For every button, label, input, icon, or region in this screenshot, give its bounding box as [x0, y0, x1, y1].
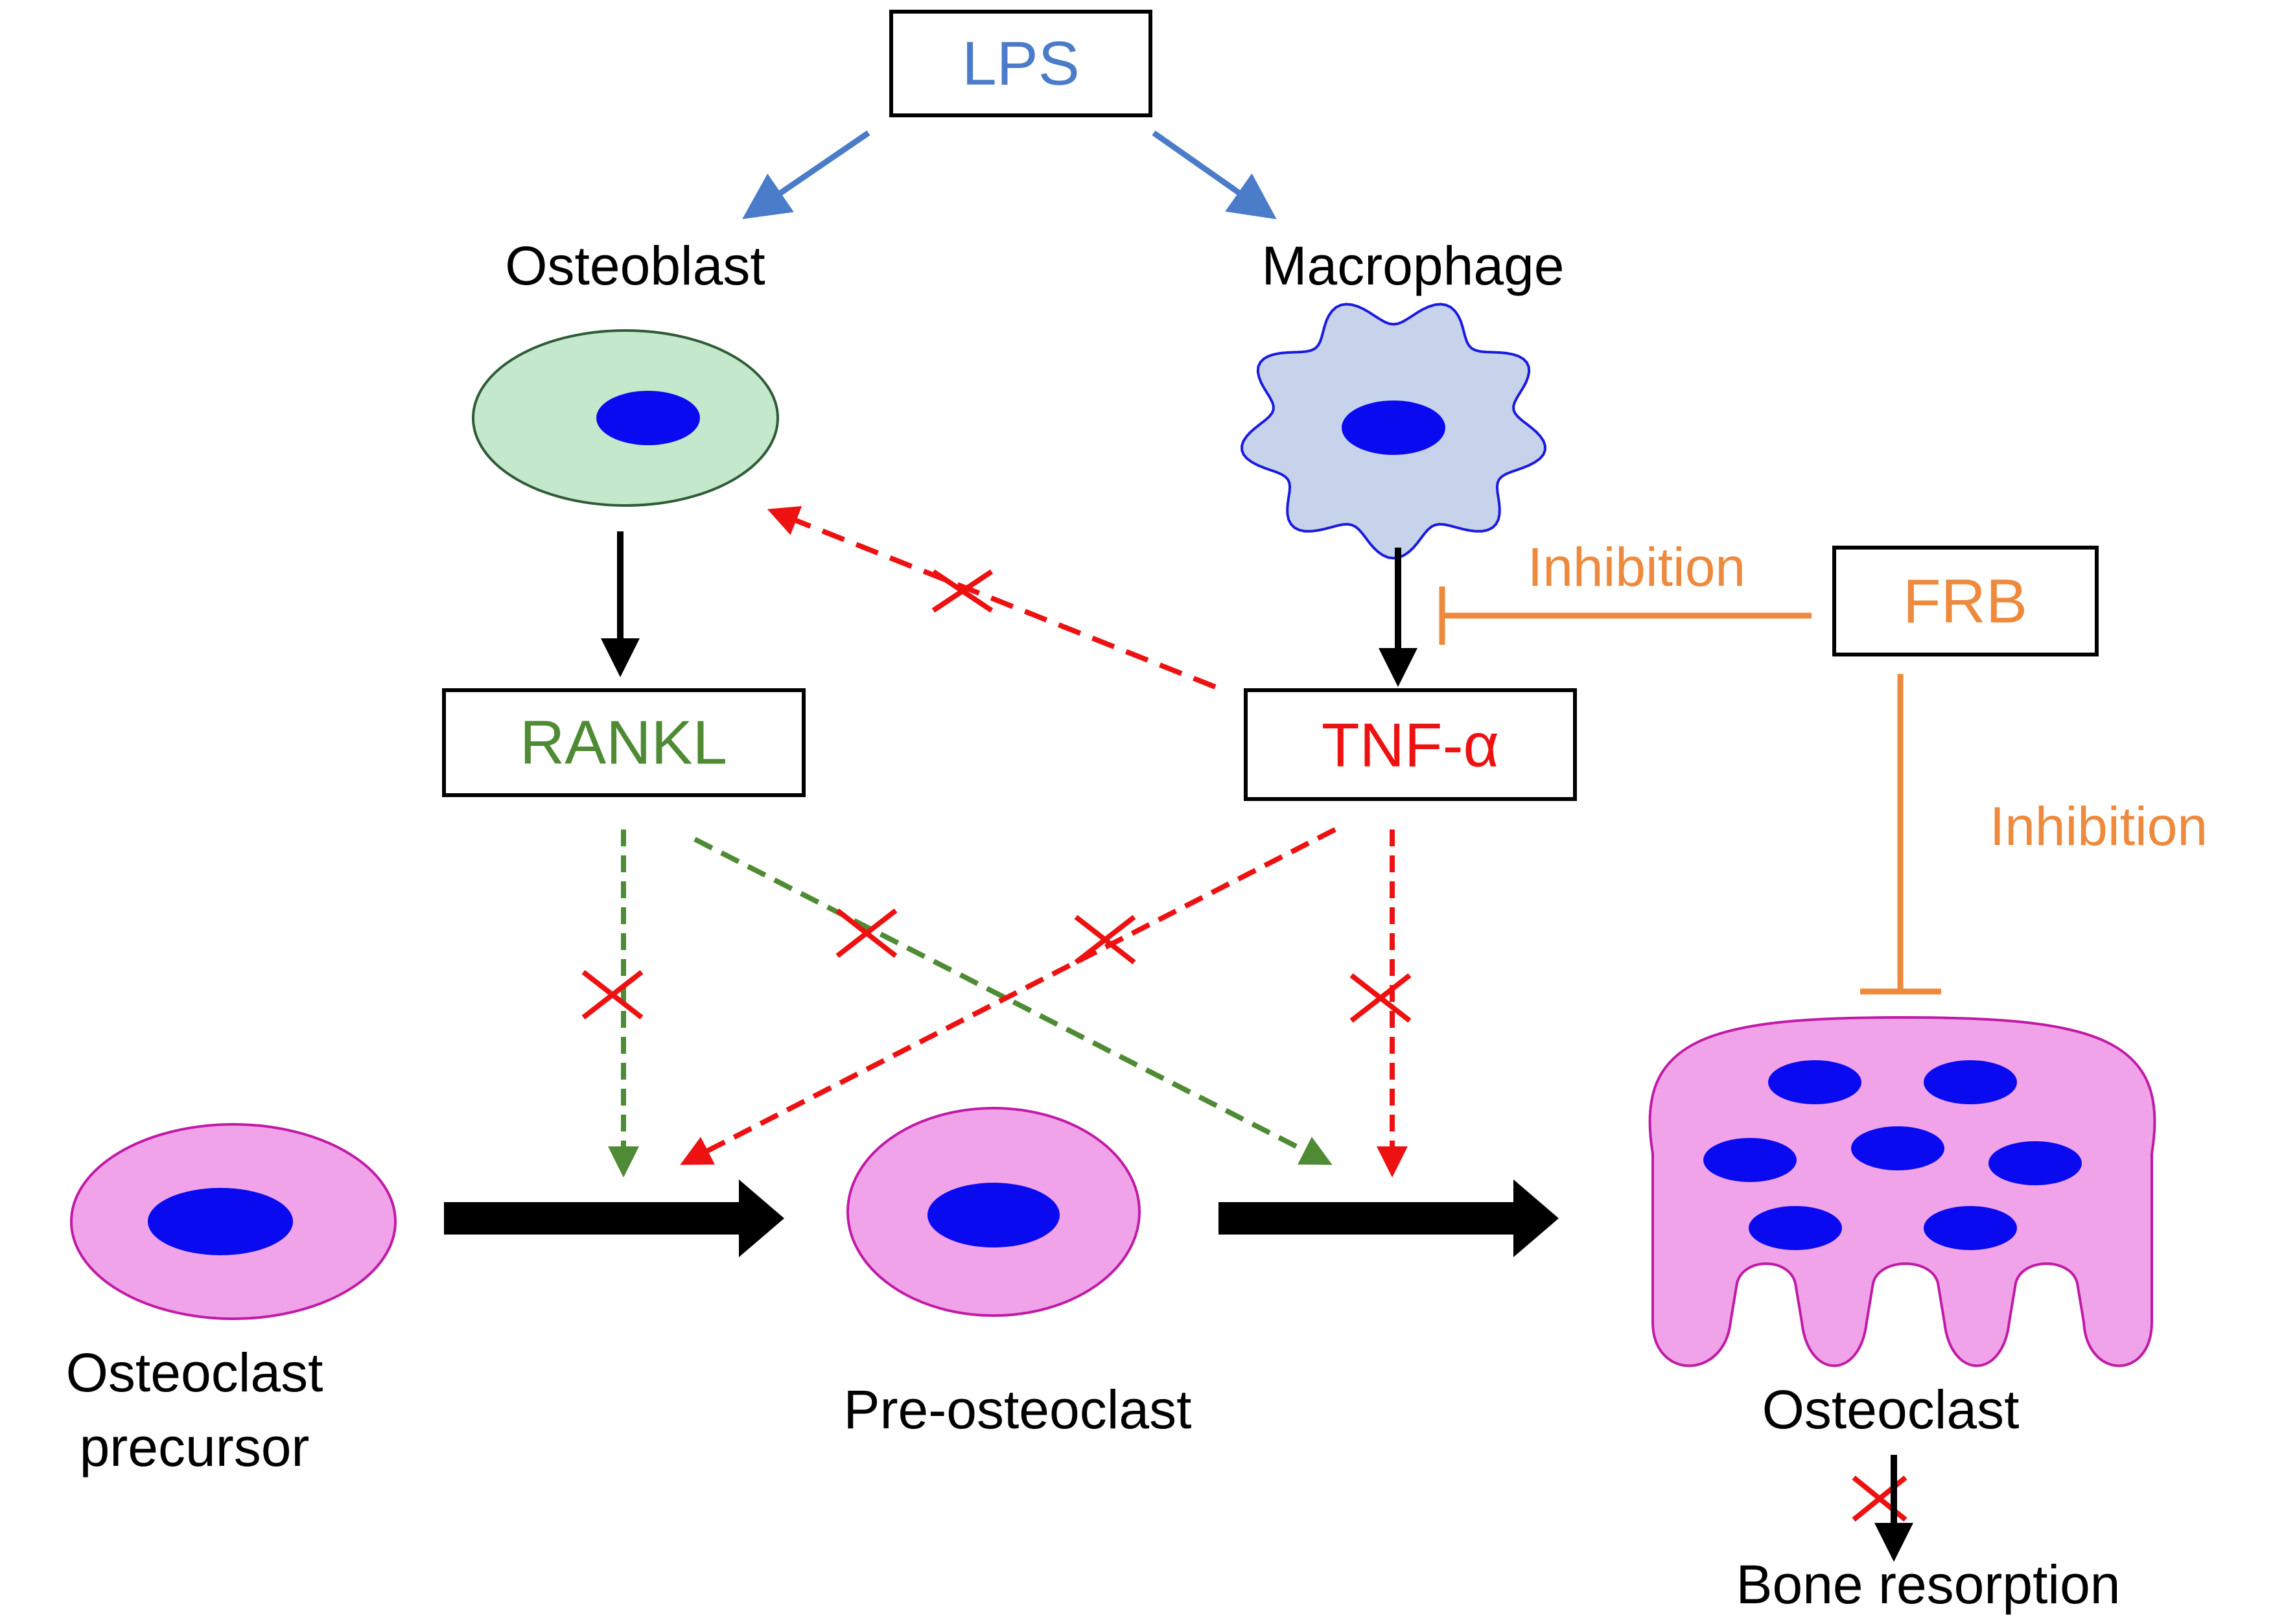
pre-osteoclast-label: Pre-osteoclast	[844, 1379, 1192, 1440]
osteoclast-nucleus	[1768, 1060, 1861, 1104]
block-cross-tnf-pre	[1074, 914, 1136, 965]
tnf-label: TNF-α	[1322, 711, 1499, 780]
pre-osteoclast-cell	[846, 1107, 1141, 1317]
block-cross-tnf-osteoclast	[1349, 973, 1412, 1023]
osteoblast-nucleus	[596, 391, 700, 445]
macrophage-label: Macrophage	[1262, 235, 1565, 296]
lps-node: LPS	[889, 10, 1152, 117]
tnf-to-osteoblast-dashed-arrow	[767, 505, 1217, 690]
rankl-node: RANKL	[442, 688, 806, 797]
precursor-label-line2: precursor	[80, 1417, 310, 1478]
precursor-label-line1: Osteoclast	[66, 1342, 323, 1403]
precursor-to-pre-osteoclast-arrow	[444, 1179, 784, 1257]
block-cross-rankl-pre	[581, 969, 644, 1020]
lps-to-macrophage-arrow	[1152, 130, 1277, 220]
osteoblast-label: Osteoblast	[505, 235, 765, 296]
osteoblast-cell	[472, 329, 779, 507]
inhibition-osteoclast-label: Inhibition	[1990, 796, 2208, 857]
osteoclast-nucleus	[1924, 1206, 2017, 1250]
frb-inhibits-tnf-edge	[1439, 586, 1812, 645]
inhibition-tnf-label: Inhibition	[1528, 537, 1745, 597]
osteoclast-cell	[1648, 1015, 2156, 1367]
lps-label: LPS	[962, 29, 1079, 99]
precursor-nucleus	[148, 1188, 293, 1255]
rankl-label: RANKL	[520, 708, 727, 778]
block-cross-rankl-osteoclast	[835, 908, 898, 958]
lps-to-osteoblast-arrow	[742, 130, 870, 220]
bone-resorption-label: Bone resorption	[1736, 1554, 2120, 1615]
osteoclast-nucleus	[1749, 1206, 1842, 1250]
osteoclast-nucleus	[1988, 1141, 2082, 1185]
tnf-node: TNF-α	[1244, 688, 1577, 801]
osteoclast-precursor-cell	[70, 1123, 397, 1320]
osteoclast-label: Osteoclast	[1762, 1379, 2020, 1440]
pre-osteoclast-nucleus	[927, 1183, 1060, 1247]
osteoclast-nucleus	[1924, 1060, 2017, 1104]
block-cross-tnf-osteoblast	[931, 569, 994, 613]
frb-node: FRB	[1832, 546, 2099, 656]
block-cross-bone-resorption	[1852, 1475, 1907, 1522]
frb-inhibits-osteoclast-edge	[1860, 674, 1941, 995]
tnf-to-pre-osteoclast-dashed-arrow	[680, 827, 1336, 1165]
pre-osteoclast-to-osteoclast-arrow	[1218, 1179, 1559, 1257]
macrophage-nucleus	[1342, 400, 1445, 455]
osteoclast-nucleus	[1851, 1126, 1944, 1170]
macrophage-cell	[1241, 303, 1546, 560]
osteoclast-nucleus	[1703, 1138, 1797, 1182]
frb-label: FRB	[1903, 567, 2027, 636]
